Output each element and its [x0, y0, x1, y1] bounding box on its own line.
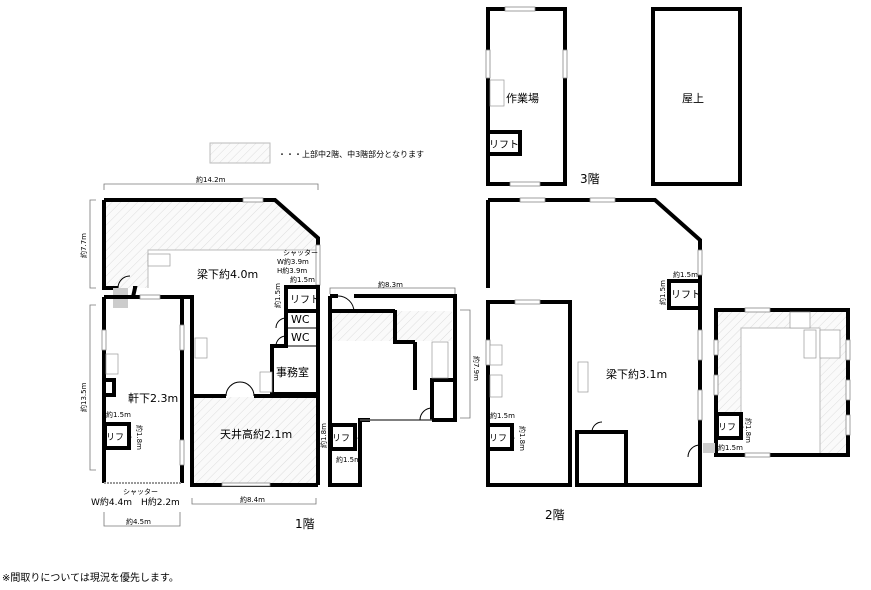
office-label: 事務室	[276, 365, 309, 379]
dim-7-9: 約7.9m	[472, 356, 481, 381]
dim-8-3: 約8.3m	[378, 280, 403, 289]
dim-4-5: 約4.5m	[126, 517, 151, 526]
shutter-w: W約3.9m	[277, 257, 309, 266]
dim-13-5: 約13.5m	[79, 382, 88, 412]
shutter2-title: シャッター	[123, 487, 158, 496]
legend: ・・・上部中2階、中3階部分となります	[209, 142, 424, 164]
lift-1f-label: リフト	[290, 295, 320, 306]
lift-1f-w: 約1.5m	[290, 275, 315, 284]
shutter-title: シャッター	[283, 248, 318, 257]
legend-swatch	[209, 142, 271, 164]
floor-1-heading: 1階	[295, 516, 315, 531]
left-lift-2f	[486, 423, 514, 451]
floor-3: 作業場 リフト 屋上 3階	[485, 6, 742, 187]
legend-text: ・・・上部中2階、中3階部分となります	[278, 149, 424, 159]
shutter2-size: W約4.4m H約2.2m	[91, 496, 180, 508]
left-lift-2f-label: リフト	[489, 434, 516, 444]
dim-14-2: 約14.2m	[196, 175, 226, 184]
footnote: ※間取りについては現況を優先します。	[2, 571, 179, 584]
dim-7-7: 約7.7m	[79, 233, 88, 258]
right-lift-2f-w: 約1.5m	[718, 443, 743, 452]
lift-2f	[667, 279, 702, 310]
left-lift-label: リフト	[106, 433, 133, 443]
shutter-h: H約3.9m	[277, 266, 307, 275]
lift-2f-h: 約1.5m	[658, 280, 667, 305]
lift-3f	[486, 130, 522, 156]
lift-2f-label: リフト	[671, 290, 701, 301]
rooftop-label: 屋上	[682, 92, 704, 105]
left-lift-h: 約1.8m	[135, 425, 144, 450]
floor-1: 約14.2m 約7.7m 約13.5m 梁下約4.0m シャッター W約3.9m…	[79, 175, 481, 531]
mid-lift-w: 約1.5m	[336, 455, 361, 464]
right-lift-2f-h: 約1.8m	[744, 418, 753, 443]
left-lift-2f-w: 約1.5m	[490, 411, 515, 420]
main-room-label: 梁下約4.0m	[197, 267, 258, 281]
left-lift-2f-h: 約1.8m	[518, 426, 527, 451]
wc-2-label: WC	[291, 331, 310, 344]
mid-lift-h: 約1.8m	[319, 423, 328, 448]
right-lift-2f-label: リフト	[718, 423, 745, 433]
mid-lift-label: リフト	[332, 434, 359, 444]
workshop-label: 作業場	[506, 92, 539, 105]
floor-2: リフト 約1.5m 約1.5m 梁下約3.1m 約1.5m リフト 約1.8m …	[485, 197, 851, 522]
right-lift-2f	[715, 412, 743, 440]
dim-8-4: 約8.4m	[240, 495, 265, 504]
ceiling-room-label: 天井高約2.1m	[220, 427, 292, 441]
lift-2f-w: 約1.5m	[673, 270, 698, 279]
rooftop	[651, 7, 742, 186]
floor-2-heading: 2階	[545, 507, 565, 522]
main-room-2f-label: 梁下約3.1m	[606, 367, 667, 381]
lift-1f-h: 約1.5m	[273, 283, 282, 308]
lift-3f-label: リフト	[489, 140, 519, 151]
lift-mid-1f	[329, 423, 357, 451]
left-lift-1f	[103, 422, 131, 450]
wc-1-label: WC	[291, 313, 310, 326]
floor-3-heading: 3階	[580, 171, 600, 186]
left-lift-w: 約1.5m	[106, 410, 131, 419]
eaves-room-label: 軒下2.3m	[128, 392, 178, 405]
